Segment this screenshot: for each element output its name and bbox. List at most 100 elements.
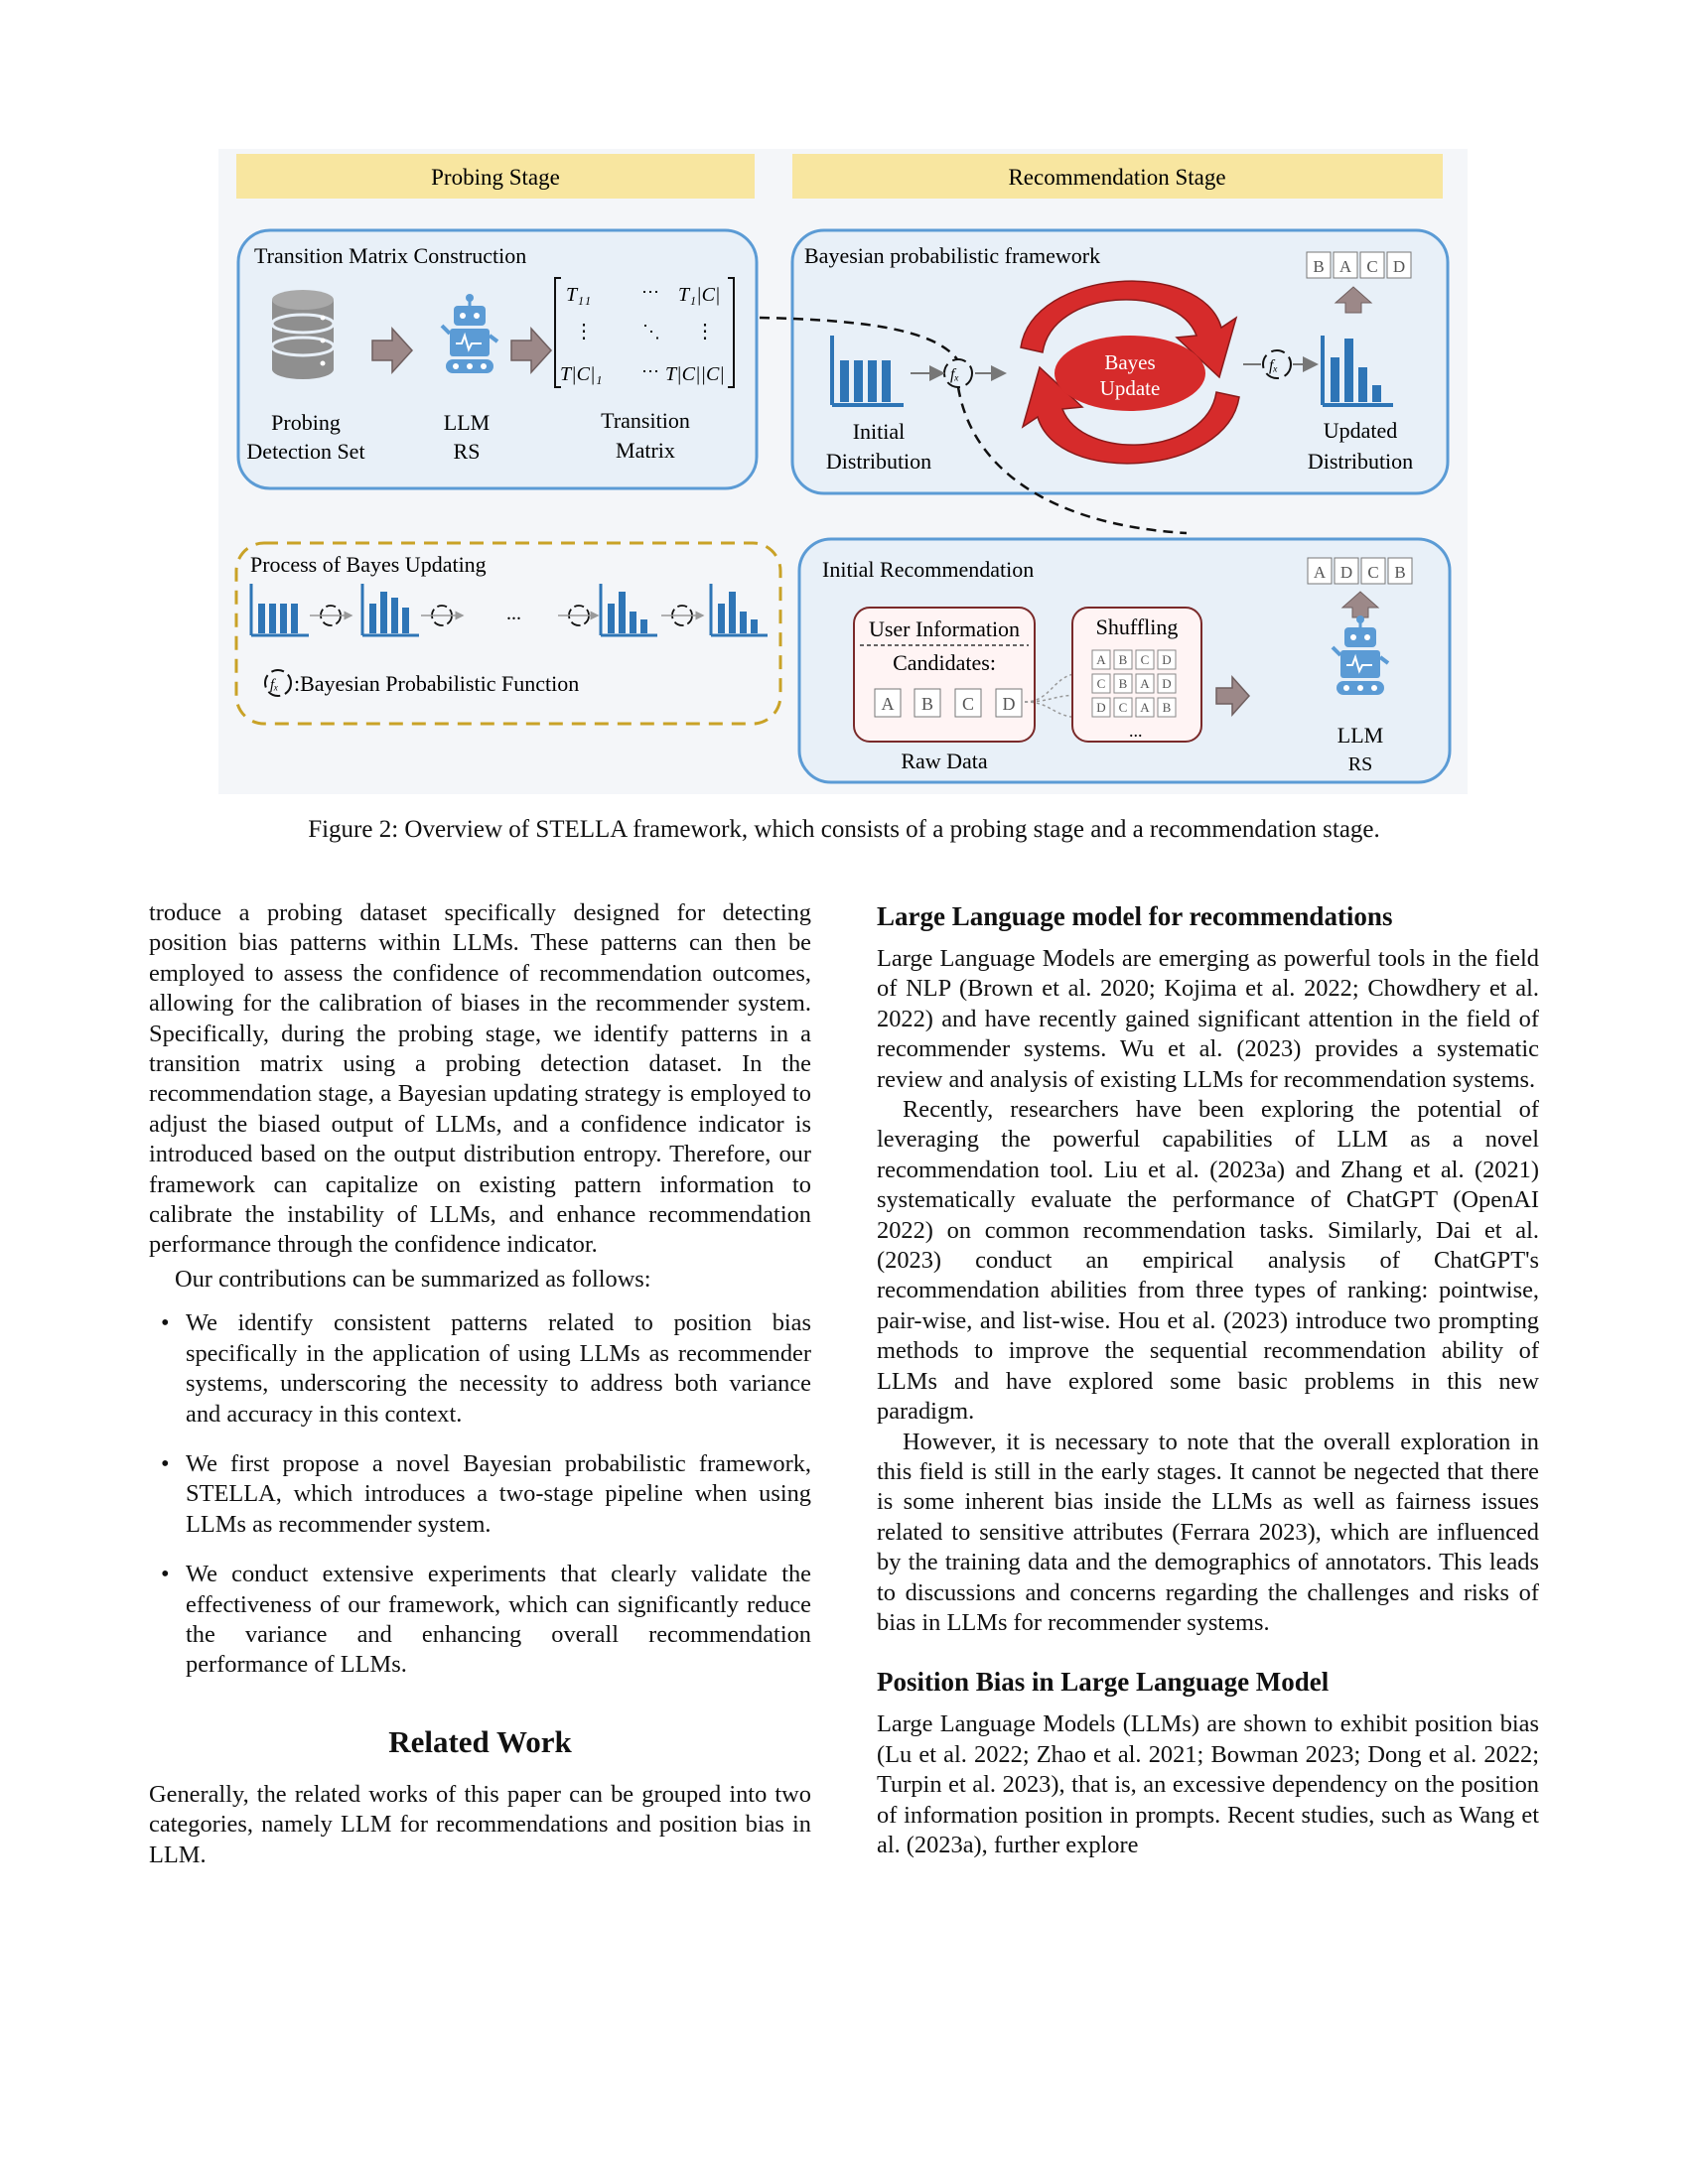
section-heading-llm-rec: Large Language model for recommendations — [877, 901, 1393, 931]
shuffle-2-0: D — [1096, 700, 1105, 715]
contribution-item: • We identify consistent patterns related… — [149, 1308, 811, 1430]
related-work-heading: Related Work — [388, 1723, 572, 1759]
shuffle-0-0: A — [1096, 652, 1106, 667]
llm-rs-label-2: RS — [1348, 753, 1372, 775]
contributions-intro: Our contributions can be summarized as f… — [175, 1265, 651, 1293]
init-order-1: D — [1340, 563, 1352, 582]
initial-rec-title: Initial Recommendation — [822, 557, 1034, 582]
process-chain — [249, 584, 768, 637]
related-work-paragraph: Generally, the related works of this pap… — [149, 1780, 811, 1868]
transition-matrix: T₁₁ ⋯ T₁|C| ⋮ ⋱ ⋮ T|C|₁ ⋯ T|C||C| — [554, 277, 735, 388]
bullet-marker: • — [161, 1309, 170, 1337]
block-arrow-icon-3 — [1215, 675, 1251, 717]
left-column: troduce a probing dataset specifically d… — [149, 898, 811, 1870]
contributions-list: • We identify consistent patterns related… — [149, 1308, 811, 1680]
llm-rec-paragraph-3: However, it is necessary to note that th… — [877, 1428, 1539, 1636]
llm-label-2: RS — [454, 439, 481, 464]
initial-distribution-bars — [830, 336, 904, 407]
shuffle-2-3: B — [1163, 700, 1172, 715]
section-heading-position-bias: Position Bias in Large Language Model — [877, 1667, 1330, 1698]
shuffle-rows: A B C D C B A D D C A B — [1091, 649, 1177, 718]
initial-distribution-label-2: Distribution — [826, 449, 931, 474]
bayes-update-node — [1055, 336, 1205, 411]
matrix-vdots-right: ⋮ — [695, 321, 715, 342]
bullet-marker: • — [161, 1561, 170, 1588]
matrix-tc1: T|C|₁ — [560, 363, 602, 385]
legend-text: :Bayesian Probabilistic Function — [294, 671, 579, 696]
shuffle-2-1: C — [1119, 700, 1128, 715]
candidate-1: B — [921, 694, 933, 714]
bayes-cycle-arrows-icon — [1020, 280, 1240, 465]
llm-rec-paragraph-2: Recently, researchers have been explorin… — [877, 1096, 1539, 1426]
right-column: Large Language model for recommendations… — [877, 898, 1539, 1860]
candidate-3: D — [1003, 694, 1016, 714]
transition-panel-title: Transition Matrix Construction — [254, 243, 526, 268]
transition-label-1: Transition — [601, 408, 690, 433]
updated-distribution-bars — [1321, 336, 1393, 407]
user-info-label: User Information — [869, 616, 1020, 641]
raw-data-label: Raw Data — [901, 749, 988, 773]
bayes-update-label-2: Update — [1100, 376, 1161, 400]
robot-icon — [440, 294, 499, 373]
init-order-2: C — [1367, 563, 1378, 582]
shuffle-1-0: C — [1097, 676, 1106, 691]
contribution-text: We first propose a novel Bayesian probab… — [186, 1449, 811, 1538]
llm-label-1: LLM — [444, 410, 490, 435]
block-arrow-icon — [371, 327, 414, 374]
updated-order-2: C — [1366, 257, 1377, 276]
llm-rs-label-1: LLM — [1337, 723, 1383, 748]
probing-stage-bar — [236, 154, 755, 199]
probing-set-label-2: Detection Set — [246, 439, 364, 464]
dashed-connector-initial-rec — [956, 386, 1188, 535]
candidates-label: Candidates: — [893, 650, 996, 675]
process-bayes-panel — [234, 541, 782, 726]
candidate-boxes: A B C D — [874, 688, 1023, 718]
llm-rec-paragraph-1: Large Language Models are emerging as po… — [877, 945, 1539, 1093]
shuffle-2-2: A — [1140, 700, 1150, 715]
shuffle-0-2: C — [1141, 652, 1150, 667]
matrix-vdots-left: ⋮ — [574, 321, 594, 342]
init-order-0: A — [1314, 563, 1327, 582]
robot-icon-2 — [1331, 615, 1390, 695]
figure-caption: Figure 2: Overview of STELLA framework, … — [308, 816, 1380, 843]
matrix-hdots-top: ⋯ — [641, 282, 659, 302]
contribution-text: We identify consistent patterns related … — [186, 1309, 811, 1428]
init-order-3: B — [1394, 563, 1405, 582]
bayesian-panel-title: Bayesian probabilistic framework — [804, 243, 1100, 268]
fx-label: fₓ — [950, 366, 959, 383]
legend-fx-label: fₓ — [270, 677, 278, 693]
shuffle-more: ... — [1129, 721, 1143, 741]
updated-order-1: A — [1339, 257, 1352, 276]
shuffle-1-1: B — [1119, 676, 1128, 691]
updated-order-3: D — [1393, 257, 1405, 276]
dashed-connector-matrix — [759, 316, 958, 360]
database-icon — [270, 290, 336, 379]
transition-label-2: Matrix — [616, 438, 675, 463]
initial-distribution-label-1: Initial — [853, 419, 906, 444]
shuffling-label: Shuffling — [1096, 614, 1179, 639]
fx-label-2: fₓ — [1269, 357, 1278, 374]
up-arrow-icon-2 — [1340, 591, 1380, 618]
intro-paragraph: troduce a probing dataset specifically d… — [149, 899, 811, 1259]
recommendation-stage-bar — [792, 154, 1443, 199]
matrix-hdots-bottom: ⋯ — [641, 361, 659, 381]
shuffle-1-2: A — [1140, 676, 1150, 691]
bullet-marker: • — [161, 1449, 170, 1477]
updated-distribution-label-2: Distribution — [1308, 449, 1413, 474]
up-arrow-icon — [1334, 286, 1373, 314]
bayesian-function-legend-icon: fₓ — [264, 669, 292, 697]
bayesian-function-icon-2: fₓ — [1262, 349, 1292, 379]
bayes-update-label-1: Bayes — [1104, 350, 1155, 374]
updated-order-0: B — [1313, 257, 1324, 276]
transition-matrix-panel — [236, 228, 759, 490]
block-arrow-icon-2 — [510, 327, 553, 374]
matrix-tcc: T|C||C| — [665, 363, 725, 385]
candidate-2: C — [962, 694, 974, 714]
updated-distribution-label-1: Updated — [1324, 418, 1398, 443]
probing-stage-label: Probing Stage — [431, 165, 560, 190]
probing-set-label-1: Probing — [271, 410, 341, 435]
matrix-t1c: T₁|C| — [678, 284, 720, 306]
matrix-t11: T₁₁ — [566, 284, 591, 306]
process-panel-title: Process of Bayes Updating — [250, 552, 487, 577]
framework-figure: Probing Stage Recommendation Stage Trans… — [218, 149, 1468, 794]
